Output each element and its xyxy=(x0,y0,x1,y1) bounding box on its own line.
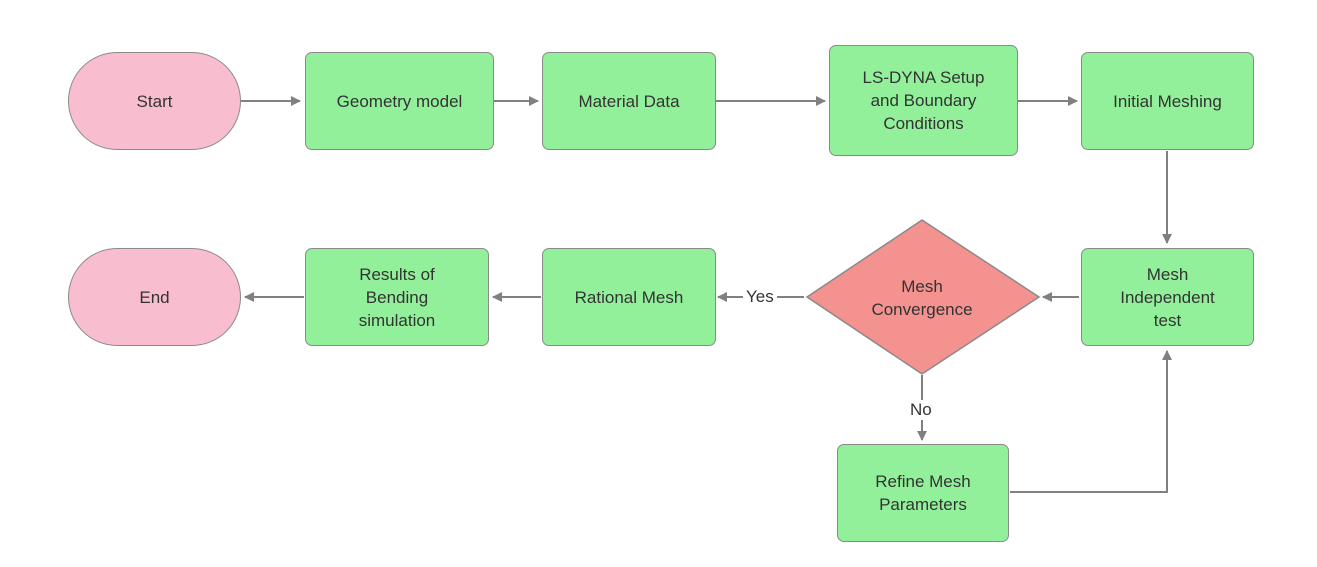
geometry-model-label: Geometry model xyxy=(336,91,463,111)
yes-edge-label: Yes xyxy=(743,287,777,307)
start-label: Start xyxy=(136,91,173,111)
material-data-node: Material Data xyxy=(542,52,716,150)
results-node: Results of Bending simulation xyxy=(305,248,489,346)
lsdyna-setup-node: LS-DYNA Setup and Boundary Conditions xyxy=(829,45,1018,156)
refine-mesh-label: Refine Mesh Parameters xyxy=(875,472,971,514)
geometry-model-node: Geometry model xyxy=(305,52,494,150)
lsdyna-setup-label: LS-DYNA Setup and Boundary Conditions xyxy=(862,68,985,133)
results-label: Results of Bending simulation xyxy=(358,264,436,330)
rational-mesh-label: Rational Mesh xyxy=(574,287,684,307)
end-node: End xyxy=(68,248,241,346)
no-edge-label: No xyxy=(907,400,935,420)
initial-meshing-node: Initial Meshing xyxy=(1081,52,1254,150)
refine-mesh-node: Refine Mesh Parameters xyxy=(837,444,1009,542)
mesh-independent-test-node: Mesh Independent test xyxy=(1081,248,1254,346)
rational-mesh-node: Rational Mesh xyxy=(542,248,716,346)
end-label: End xyxy=(139,287,170,307)
initial-meshing-label: Initial Meshing xyxy=(1113,91,1222,111)
mesh-independent-test-label: Mesh Independent test xyxy=(1120,264,1215,330)
mesh-convergence-diamond xyxy=(805,219,1041,375)
mesh-convergence-label: Mesh Convergence xyxy=(871,277,973,319)
arrow-refine-to-independent xyxy=(1010,350,1172,493)
start-node: Start xyxy=(68,52,241,150)
material-data-label: Material Data xyxy=(578,91,680,111)
